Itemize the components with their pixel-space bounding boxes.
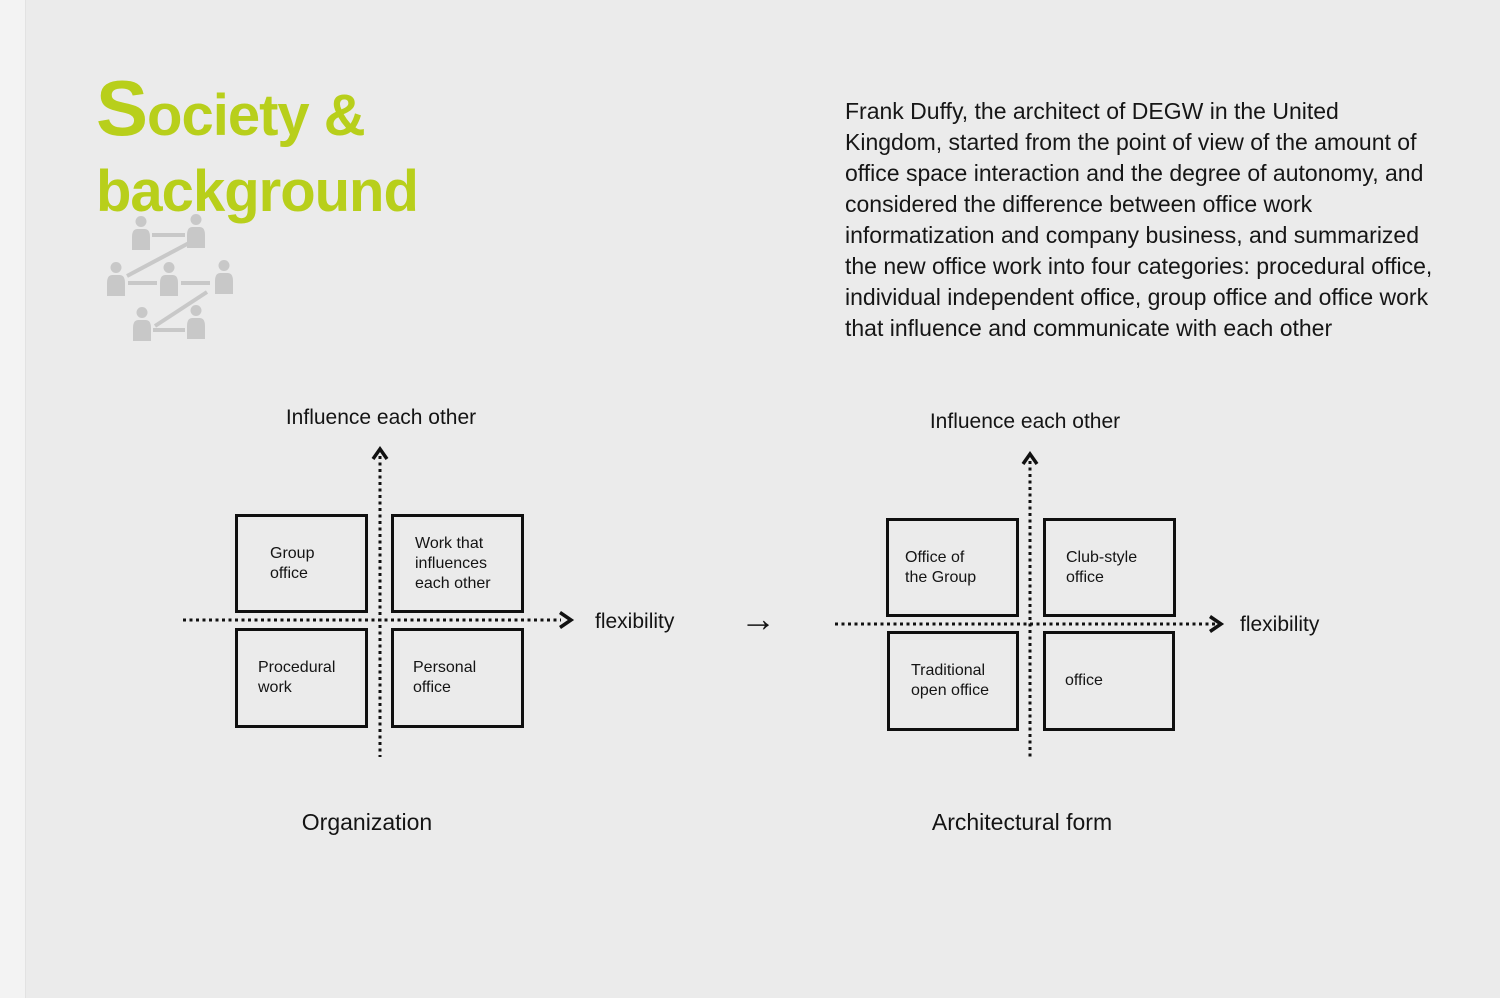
- transform-arrow: →: [740, 598, 776, 639]
- org-quadrant-top-right: Work that influences each other: [391, 514, 524, 613]
- arch-quadrant-top-left: Office of the Group: [886, 518, 1019, 617]
- org-quadrant-bottom-left: Procedural work: [235, 628, 368, 728]
- slide-left-edge: [0, 0, 26, 998]
- arch-quadrant-bottom-right: office: [1043, 631, 1175, 731]
- title-line-2: background: [96, 159, 419, 224]
- org-quadrant-bottom-right: Personal office: [391, 628, 524, 728]
- org-caption: Organization: [301, 809, 433, 835]
- arch-x-axis-label: flexibility: [1240, 613, 1320, 636]
- org-x-axis-label: flexibility: [595, 610, 675, 633]
- arch-quadrant-top-right: Club-style office: [1043, 518, 1176, 617]
- arch-quadrant-bottom-left: Traditional open office: [887, 631, 1019, 731]
- org-y-axis-label: Influence each other: [285, 406, 477, 429]
- arch-axes: [835, 450, 1225, 760]
- people-network-icon: [107, 214, 233, 341]
- org-quadrant-top-left: Group office: [235, 514, 368, 613]
- org-axes: [183, 445, 575, 757]
- arch-caption: Architectural form: [931, 809, 1113, 835]
- page-title: Society & background: [96, 64, 419, 230]
- arch-y-axis-label: Influence each other: [929, 410, 1121, 433]
- body-paragraph: Frank Duffy, the architect of DEGW in th…: [845, 98, 1433, 341]
- title-drop-cap: S: [96, 64, 148, 152]
- title-line-1: Society &: [96, 64, 366, 152]
